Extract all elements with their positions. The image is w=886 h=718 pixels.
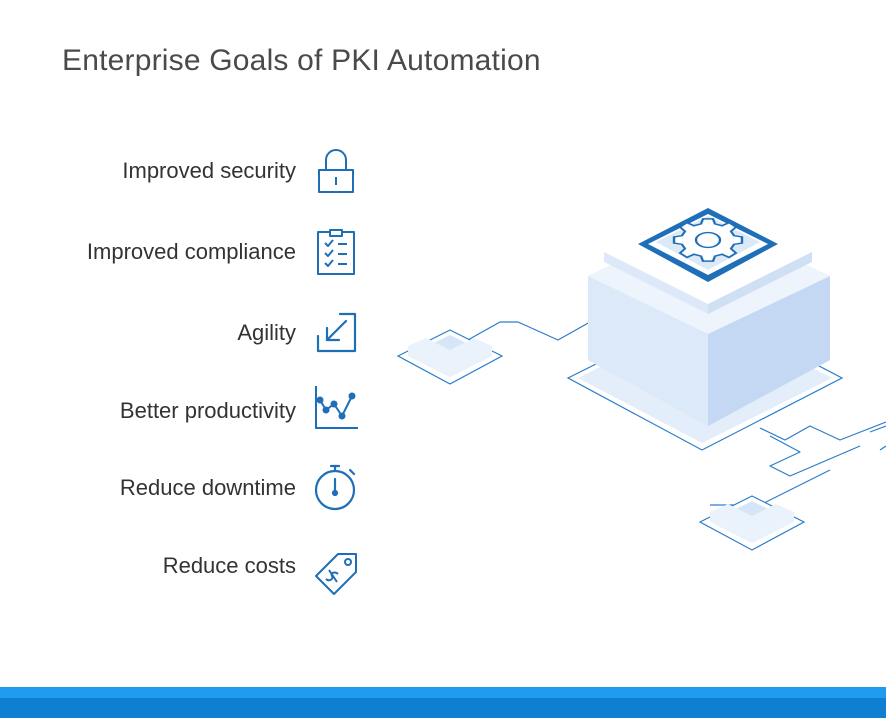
price-tag-icon [312,548,360,596]
clipboard-checklist-icon [312,228,360,276]
goal-label-downtime: Reduce downtime [119,475,296,500]
page-title: Enterprise Goals of PKI Automation [62,44,541,77]
isometric-server-illustration [390,200,886,570]
arrow-inward-icon [312,309,360,357]
stopwatch-icon [312,463,360,511]
lock-icon [312,146,360,194]
goal-label-security: Improved security [122,158,296,183]
goal-label-agility: Agility [237,320,296,345]
goal-label-productivity: Better productivity [119,398,296,423]
goal-label-costs: Reduce costs [162,553,296,578]
footer-bar-dark [0,698,886,718]
goal-label-compliance: Improved compliance [86,239,296,264]
footer-bar-light [0,687,886,698]
trending-chart-icon [312,384,360,432]
